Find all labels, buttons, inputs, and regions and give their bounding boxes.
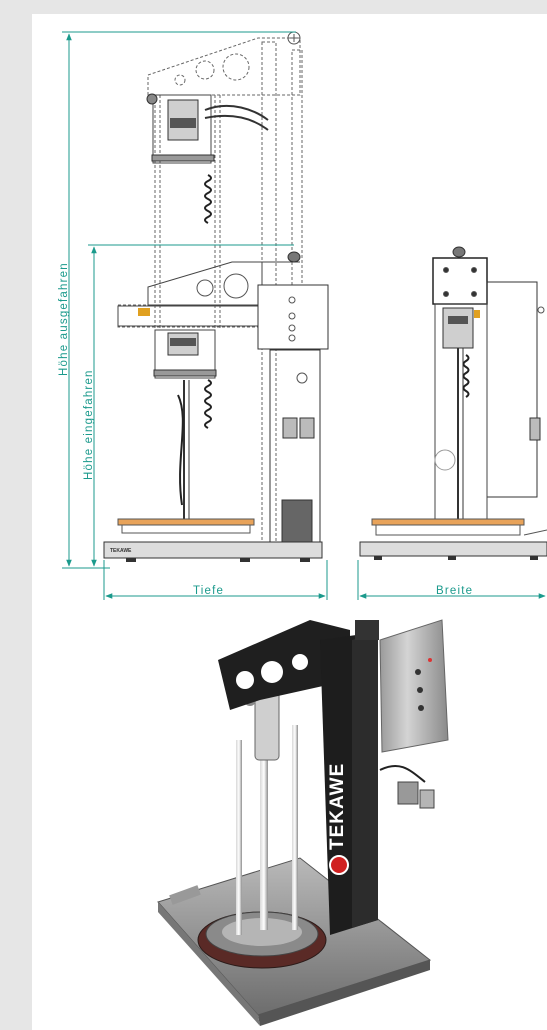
side-view-drawing: TEKAWE	[103, 31, 329, 562]
dimension-label-breite: Breite	[436, 585, 473, 597]
dimension-lines	[62, 31, 546, 600]
product-photo: TEKAWE	[157, 619, 449, 1026]
dimension-label-tiefe: Tiefe	[193, 585, 224, 597]
dimension-label-hoehe-ausgefahren: Höhe ausgefahren	[58, 262, 70, 376]
column-brand: TEKAWE	[327, 763, 348, 850]
base-plate-brand: TEKAWE	[110, 548, 132, 554]
front-view-drawing	[359, 246, 547, 560]
dimension-label-hoehe-eingefahren: Höhe eingefahren	[83, 369, 95, 480]
